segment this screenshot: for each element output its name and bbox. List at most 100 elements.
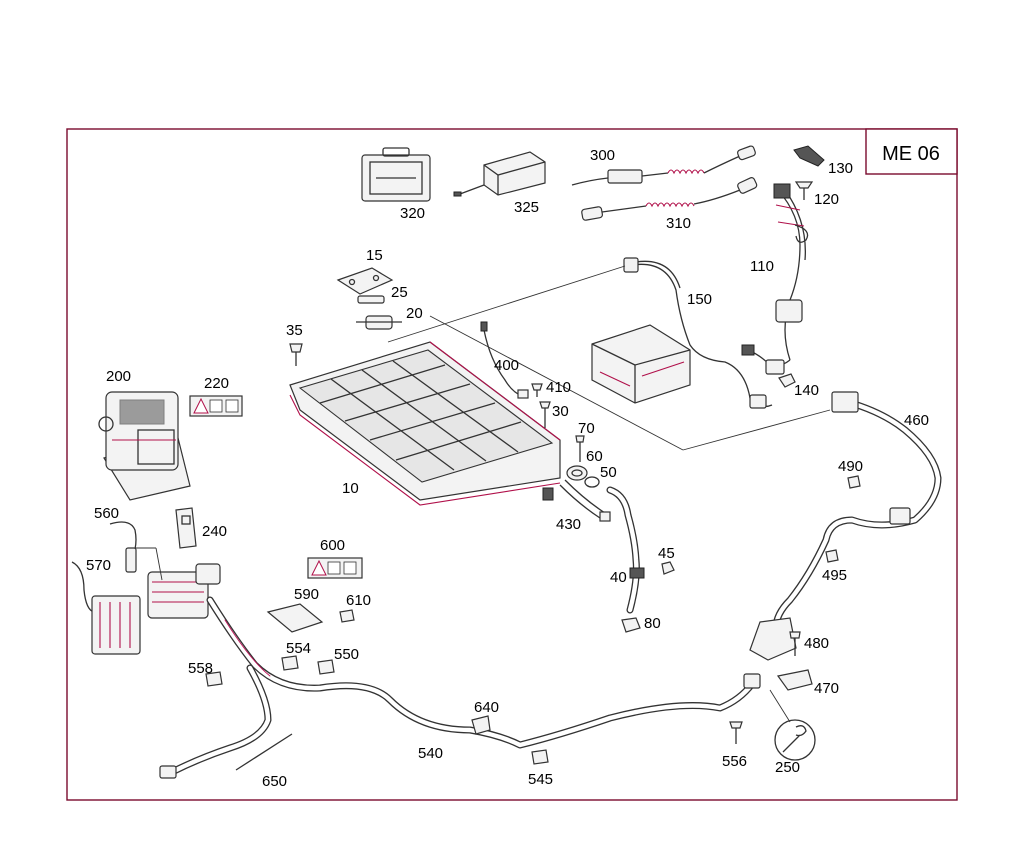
part-10-battery[interactable] <box>289 341 561 506</box>
callout-600: 600 <box>320 537 345 554</box>
part-560-sensor[interactable] <box>109 521 137 573</box>
callout-540: 540 <box>418 745 443 762</box>
callout-570: 570 <box>86 557 111 574</box>
group-code-box: ME 06 <box>865 128 958 175</box>
callout-610: 610 <box>346 592 371 609</box>
callout-554: 554 <box>286 640 311 657</box>
callout-50: 50 <box>600 464 617 481</box>
part-25-fuse[interactable] <box>357 295 385 304</box>
callout-560: 560 <box>94 505 119 522</box>
part-570-module[interactable] <box>71 561 141 655</box>
callout-240: 240 <box>202 523 227 540</box>
callout-80: 80 <box>644 615 661 632</box>
callout-leaders <box>128 547 791 723</box>
callout-labels: 320 325 300 310 130 120 110 150 140 15 2… <box>86 147 929 790</box>
part-20-fuse[interactable] <box>356 315 402 330</box>
callout-460: 460 <box>904 412 929 429</box>
part-556-bolt[interactable] <box>729 721 743 744</box>
part-120-screw[interactable] <box>794 181 814 200</box>
callout-410: 410 <box>546 379 571 396</box>
callout-140: 140 <box>794 382 819 399</box>
diagram-frame <box>66 128 958 801</box>
part-490-nut[interactable] <box>847 475 861 489</box>
callout-430: 430 <box>556 516 581 533</box>
part-60-clamp[interactable] <box>566 465 588 481</box>
part-240-plate[interactable] <box>175 507 197 549</box>
part-470-bracket[interactable] <box>776 669 813 691</box>
part-590-bracket[interactable] <box>266 603 324 633</box>
part-200-unit[interactable] <box>98 391 191 501</box>
part-460-harness[interactable] <box>749 391 942 661</box>
part-650-cable[interactable] <box>159 664 293 779</box>
callout-110: 110 <box>750 258 774 275</box>
part-connector-bundle[interactable] <box>147 563 221 619</box>
part-540-harness[interactable] <box>206 596 761 749</box>
callout-310: 310 <box>666 215 691 232</box>
part-110-harness[interactable] <box>741 183 809 375</box>
part-140-nut[interactable] <box>778 373 796 388</box>
callout-400: 400 <box>494 357 519 374</box>
part-325-box[interactable] <box>453 151 546 197</box>
callout-250: 250 <box>775 759 800 776</box>
callout-20: 20 <box>406 305 423 322</box>
callout-10: 10 <box>342 480 359 497</box>
part-45-nut[interactable] <box>661 561 675 575</box>
part-600-label[interactable] <box>307 557 363 579</box>
callout-558: 558 <box>188 660 213 677</box>
part-545-bolt[interactable] <box>531 749 549 765</box>
callout-480: 480 <box>804 635 829 652</box>
callout-545: 545 <box>528 771 553 788</box>
part-30-bolt[interactable] <box>539 401 551 428</box>
callout-200: 200 <box>106 368 131 385</box>
callout-45: 45 <box>658 545 675 562</box>
callout-70: 70 <box>578 420 595 437</box>
callout-130: 130 <box>828 160 853 177</box>
part-410-screw[interactable] <box>531 383 543 397</box>
part-430-hose[interactable] <box>559 479 611 522</box>
part-640-clip[interactable] <box>471 715 491 735</box>
part-130-clip[interactable] <box>793 145 825 167</box>
part-15-bracket[interactable] <box>336 267 394 295</box>
callout-150: 150 <box>687 291 712 308</box>
callout-550: 550 <box>334 646 359 663</box>
part-40-hose[interactable] <box>606 486 645 614</box>
part-250-tool[interactable] <box>774 719 816 761</box>
part-550-nut[interactable] <box>317 659 335 675</box>
callout-120: 120 <box>814 191 839 208</box>
callout-495: 495 <box>822 567 847 584</box>
part-80-cap[interactable] <box>621 617 641 633</box>
callout-325: 325 <box>514 199 539 216</box>
part-558-nut[interactable] <box>205 671 223 687</box>
callout-490: 490 <box>838 458 863 475</box>
part-495-nut[interactable] <box>825 549 839 563</box>
part-554-nut[interactable] <box>281 655 299 671</box>
battery-leaders <box>387 265 831 451</box>
part-150-line[interactable] <box>623 257 773 409</box>
callout-590: 590 <box>294 586 319 603</box>
part-control-unit[interactable] <box>591 324 691 404</box>
part-310-cable[interactable] <box>581 177 758 221</box>
callout-300: 300 <box>590 147 615 164</box>
callout-470: 470 <box>814 680 839 697</box>
part-50-ring[interactable] <box>584 476 600 488</box>
part-320-case[interactable] <box>361 147 431 202</box>
part-300-cable[interactable] <box>571 145 756 186</box>
callout-25: 25 <box>391 284 408 301</box>
part-70-bolt[interactable] <box>575 435 585 462</box>
callout-320: 320 <box>400 205 425 222</box>
callout-220: 220 <box>204 375 229 392</box>
callout-40: 40 <box>610 569 627 586</box>
group-code-text: ME 06 <box>882 143 940 165</box>
part-480-bolt[interactable] <box>789 631 801 656</box>
callout-640: 640 <box>474 699 499 716</box>
callout-650: 650 <box>262 773 287 790</box>
callout-15: 15 <box>366 247 383 264</box>
callout-556: 556 <box>722 753 747 770</box>
part-610-bolt[interactable] <box>339 609 355 623</box>
callout-60: 60 <box>586 448 603 465</box>
callout-30: 30 <box>552 403 569 420</box>
part-35-bolt[interactable] <box>289 343 303 366</box>
part-220-label[interactable] <box>189 395 243 417</box>
callout-35: 35 <box>286 322 303 339</box>
